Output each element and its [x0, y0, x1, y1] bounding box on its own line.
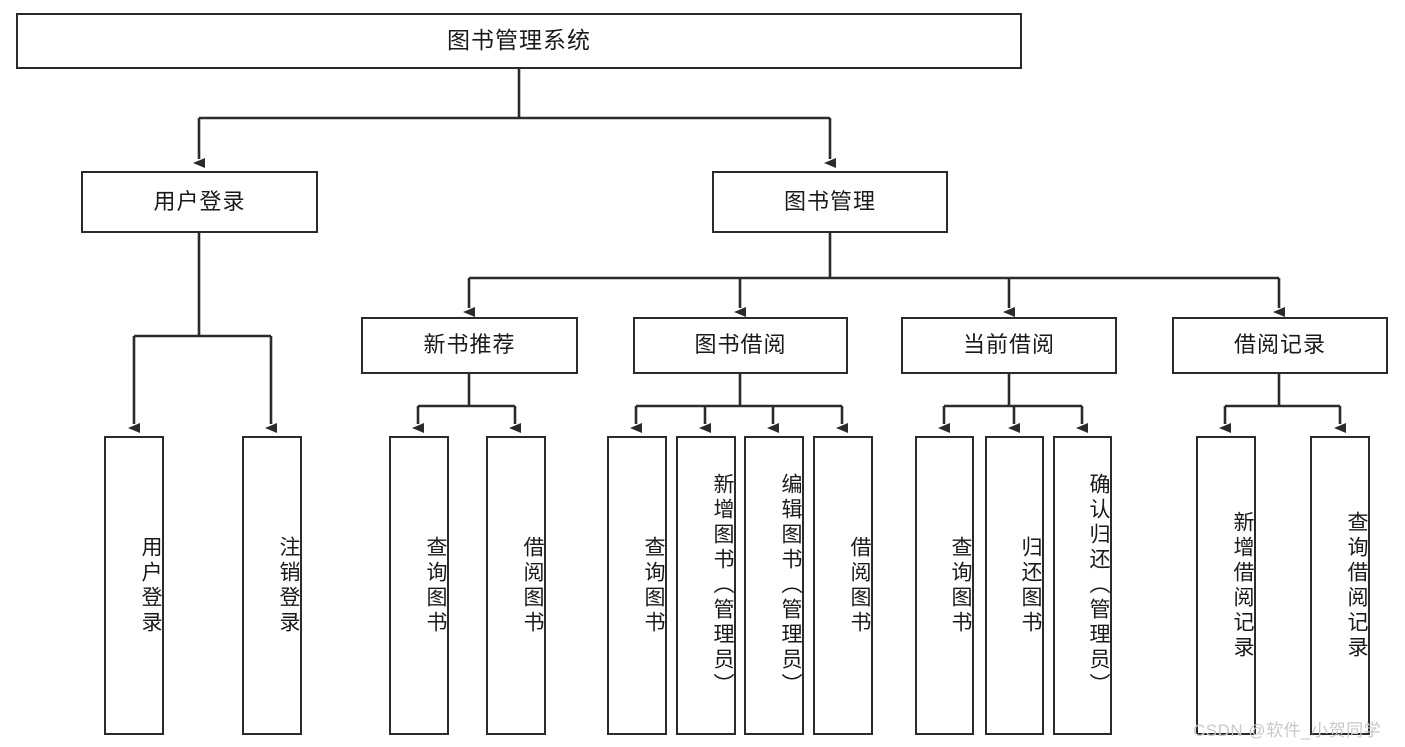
node-leaf-edit-book[interactable]: 编辑图书（管理员）	[744, 436, 804, 735]
node-leaf-return-book-label: 归还图书	[1019, 535, 1042, 636]
node-leaf-query-book-2-label: 查询图书	[642, 535, 665, 636]
node-borrow-record[interactable]: 借阅记录	[1172, 317, 1388, 374]
node-leaf-confirm-return[interactable]: 确认归还（管理员）	[1053, 436, 1112, 735]
node-root-label: 图书管理系统	[447, 27, 591, 54]
node-current-borrow-label: 当前借阅	[962, 332, 1055, 358]
node-leaf-add-book[interactable]: 新增图书（管理员）	[676, 436, 736, 735]
csdn-watermark: CSDN @软件_小贺同学	[1193, 721, 1382, 740]
node-root[interactable]: 图书管理系统	[16, 13, 1022, 69]
node-current-borrow[interactable]: 当前借阅	[901, 317, 1117, 374]
node-leaf-borrow-book-2[interactable]: 借阅图书	[813, 436, 873, 735]
node-leaf-return-book[interactable]: 归还图书	[985, 436, 1044, 735]
node-leaf-add-record-label: 新增借阅记录	[1231, 510, 1254, 661]
node-borrow-record-label: 借阅记录	[1233, 332, 1326, 358]
node-book-manage[interactable]: 图书管理	[712, 171, 948, 233]
node-book-borrow[interactable]: 图书借阅	[633, 317, 848, 374]
node-leaf-logout-login[interactable]: 注销登录	[242, 436, 302, 735]
node-book-borrow-label: 图书借阅	[694, 332, 787, 358]
node-leaf-query-book-1[interactable]: 查询图书	[389, 436, 449, 735]
node-leaf-confirm-return-label: 确认归还（管理员）	[1087, 473, 1110, 698]
node-leaf-user-login-label: 用户登录	[139, 535, 162, 636]
node-leaf-borrow-book-1-label: 借阅图书	[521, 535, 544, 636]
node-leaf-query-book-1-label: 查询图书	[424, 535, 447, 636]
node-leaf-query-book-2[interactable]: 查询图书	[607, 436, 667, 735]
node-leaf-query-record-label: 查询借阅记录	[1345, 510, 1368, 661]
node-leaf-logout-login-label: 注销登录	[277, 535, 300, 636]
node-user-login-label: 用户登录	[153, 188, 246, 214]
node-leaf-query-book-3[interactable]: 查询图书	[915, 436, 974, 735]
node-leaf-query-book-3-label: 查询图书	[949, 535, 972, 636]
node-leaf-edit-book-label: 编辑图书（管理员）	[779, 473, 802, 698]
node-leaf-add-book-label: 新增图书（管理员）	[711, 473, 734, 698]
node-leaf-user-login[interactable]: 用户登录	[104, 436, 164, 735]
node-leaf-borrow-book-1[interactable]: 借阅图书	[486, 436, 546, 735]
node-leaf-query-record[interactable]: 查询借阅记录	[1310, 436, 1370, 735]
node-leaf-add-record[interactable]: 新增借阅记录	[1196, 436, 1256, 735]
node-book-manage-label: 图书管理	[783, 188, 876, 214]
node-new-book-recommend-label: 新书推荐	[423, 332, 516, 358]
node-user-login[interactable]: 用户登录	[81, 171, 318, 233]
node-new-book-recommend[interactable]: 新书推荐	[361, 317, 578, 374]
node-leaf-borrow-book-2-label: 借阅图书	[848, 535, 871, 636]
